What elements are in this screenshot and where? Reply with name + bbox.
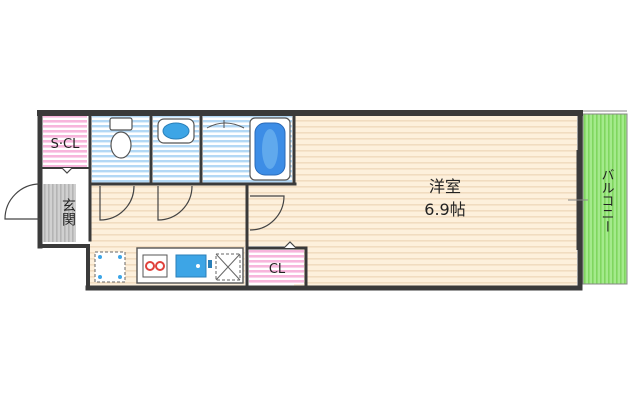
doors — [4, 167, 297, 249]
bathtub-icon — [249, 117, 291, 181]
washer-icon — [215, 253, 241, 281]
sink-icon — [175, 254, 212, 278]
washbasin-icon — [157, 118, 195, 144]
s-closet-label: S·CL — [51, 137, 80, 152]
room-name-western: 洋室 — [429, 177, 461, 196]
s-closet-floor — [43, 116, 87, 168]
entrance-label: 玄関 — [60, 197, 76, 227]
bath-curtain — [206, 120, 245, 129]
closet-floor — [249, 250, 304, 284]
stove-icon — [142, 254, 168, 278]
balcony — [582, 110, 628, 285]
entrance-floor — [43, 184, 76, 242]
floor-area — [90, 116, 577, 286]
closet-label: CL — [269, 262, 286, 277]
toilet-icon — [109, 117, 133, 159]
fridge-icon — [94, 251, 126, 283]
balcony-window — [568, 150, 588, 250]
room-size-western: 6.9帖 — [424, 200, 465, 219]
balcony-label: バルコニー — [599, 168, 615, 233]
